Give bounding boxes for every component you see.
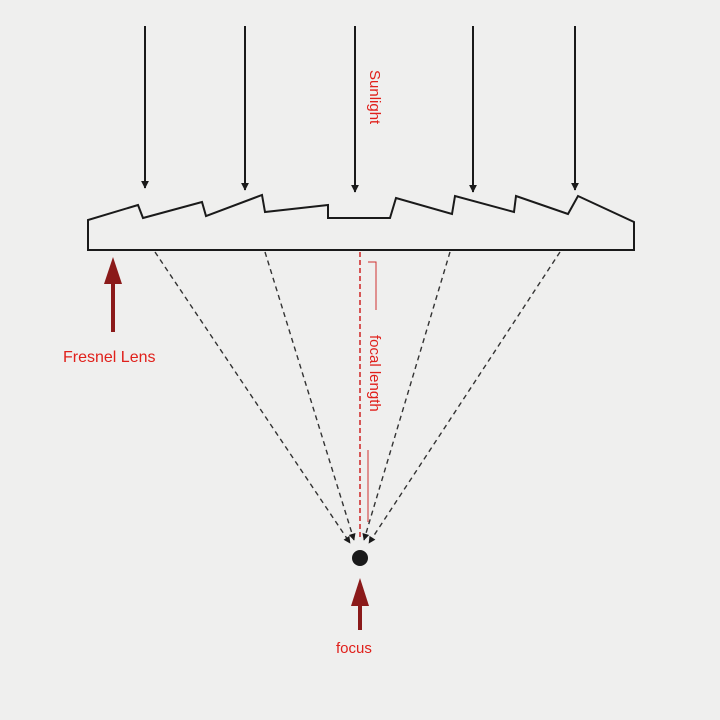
fresnel-lens-label: Fresnel Lens bbox=[63, 349, 156, 366]
focus-pointer-arrow bbox=[351, 578, 369, 630]
refracted-rays bbox=[154, 251, 561, 544]
focal-length-indicator bbox=[359, 252, 377, 538]
focal-length-label: focal length bbox=[366, 335, 383, 412]
fresnel-lens-shape bbox=[87, 193, 635, 251]
sunlight-arrows bbox=[141, 26, 579, 193]
focus-label: focus bbox=[336, 640, 372, 657]
pointer-arrows bbox=[104, 257, 369, 630]
refracted-ray-1 bbox=[154, 251, 351, 544]
focal-bracket bbox=[368, 261, 377, 310]
focus-point bbox=[352, 550, 368, 566]
refracted-ray-2 bbox=[264, 251, 356, 541]
lens-pointer-arrow bbox=[104, 257, 122, 332]
sunlight-label: Sunlight bbox=[366, 70, 383, 125]
refracted-ray-4 bbox=[368, 251, 561, 544]
